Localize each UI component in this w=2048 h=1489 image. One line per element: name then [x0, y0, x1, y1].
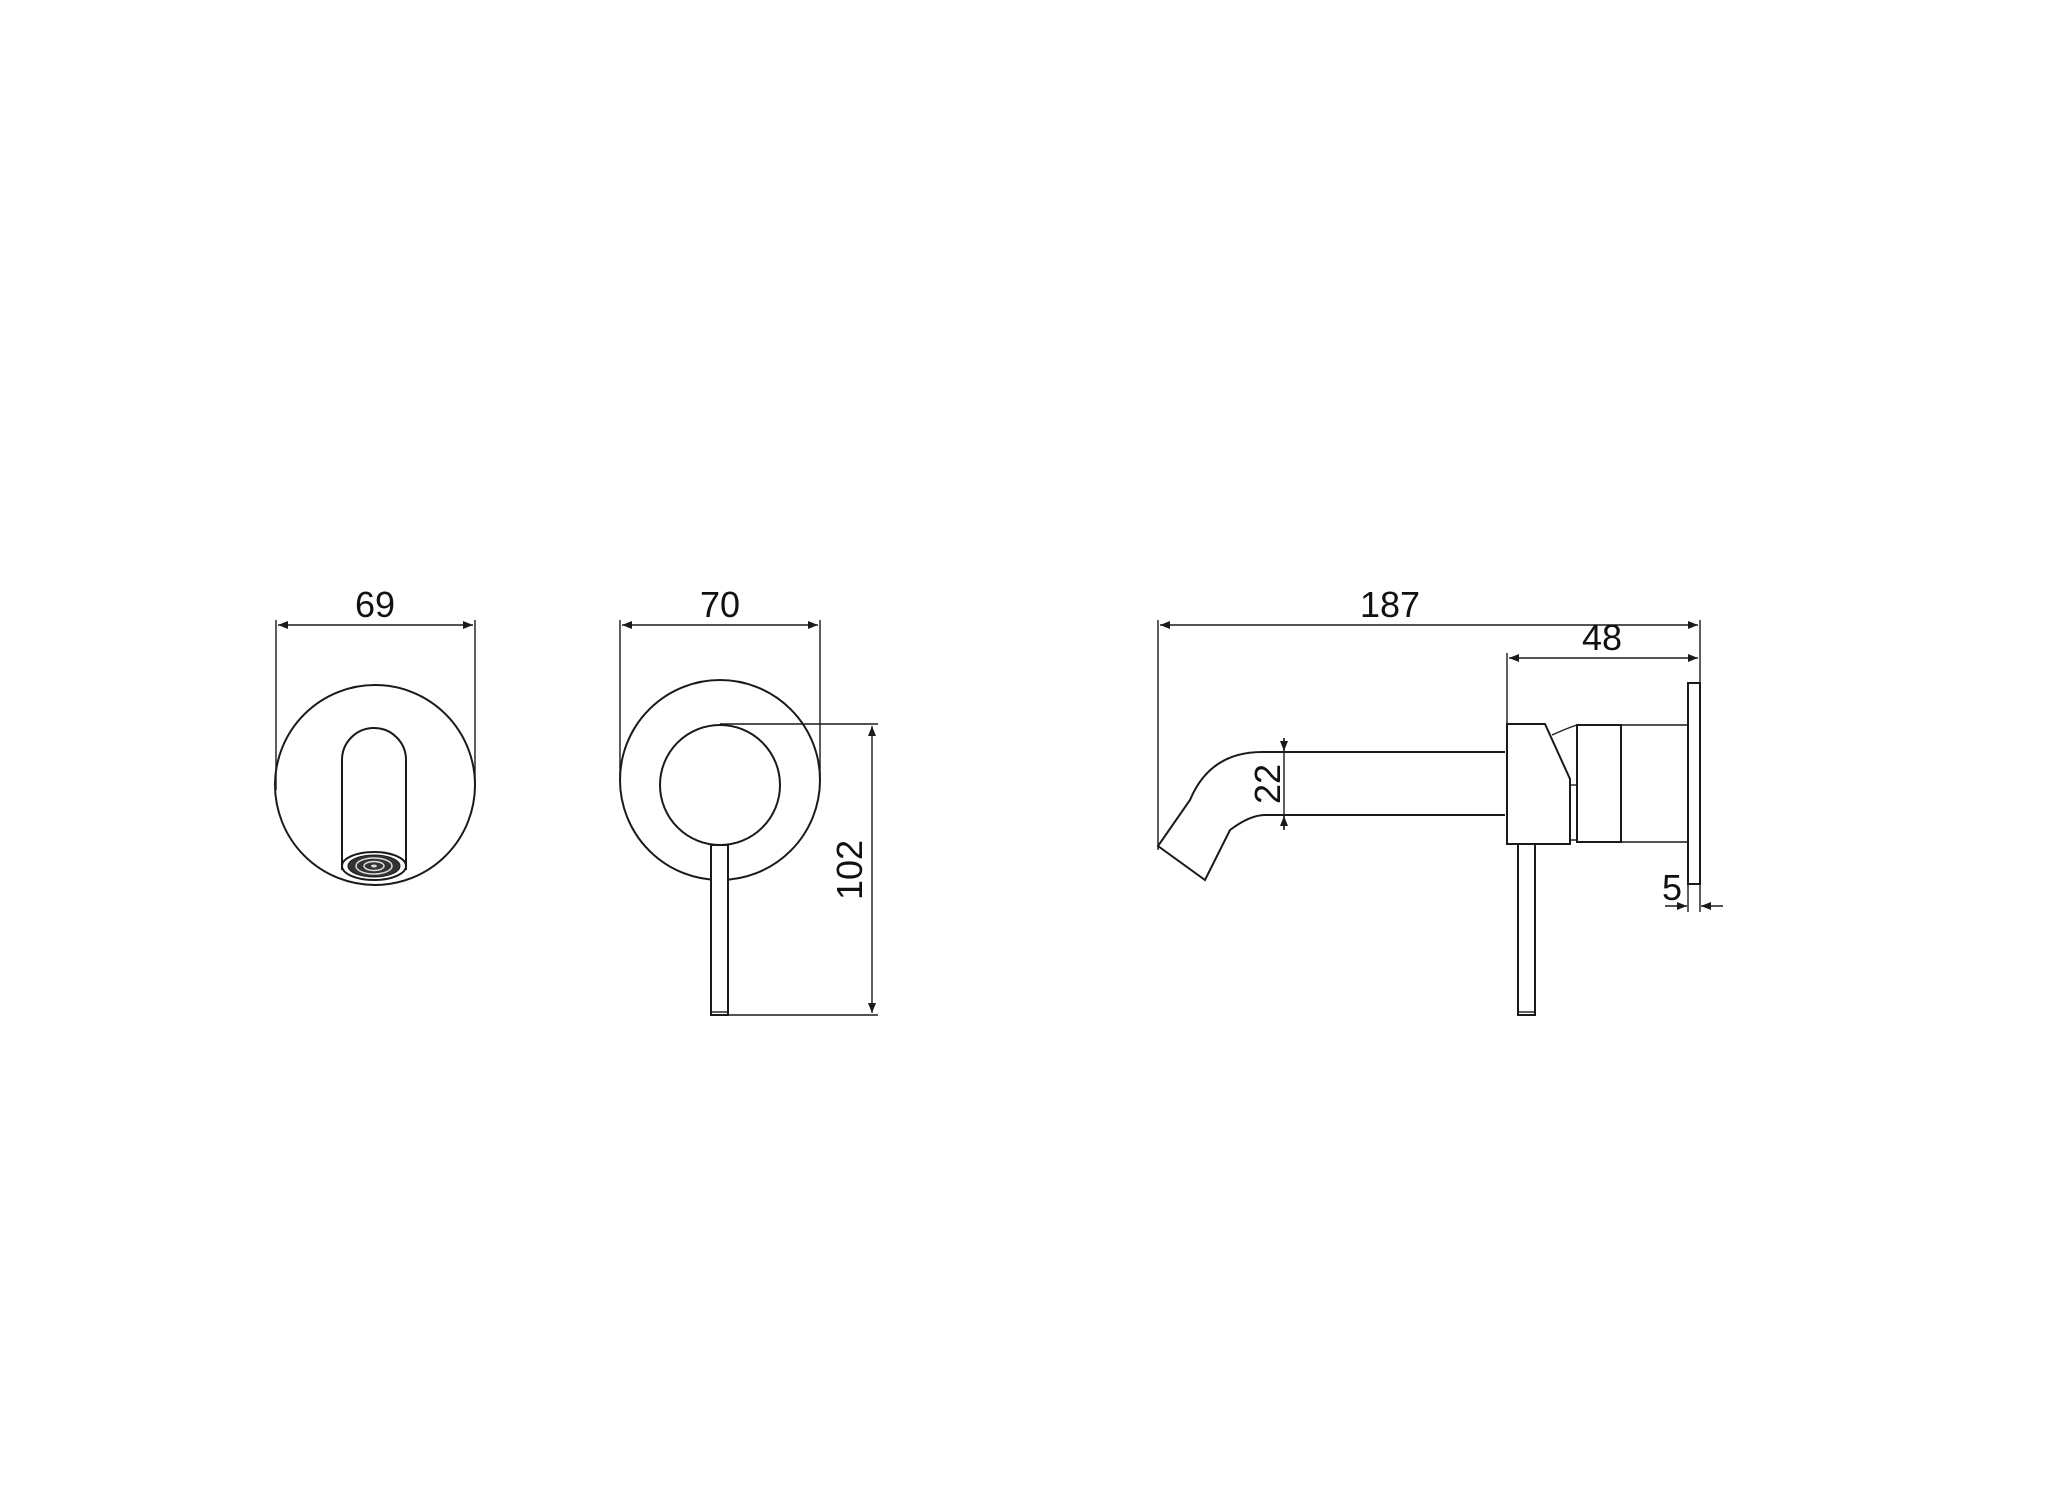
- dimension-70: 70: [619, 584, 821, 780]
- wall-plate-side: [1687, 682, 1701, 885]
- dimension-102: 102: [720, 723, 878, 1016]
- dimension-5: 5: [1662, 867, 1723, 912]
- side-view: 187 48 22: [1156, 584, 1723, 1016]
- dimension-label: 48: [1582, 617, 1622, 658]
- spout-side-outline: [1156, 751, 1505, 882]
- spout-front-view: 69: [274, 584, 476, 886]
- dimension-label: 187: [1360, 584, 1420, 625]
- wall-plate-outline: [274, 684, 476, 886]
- handle-body-outline: [659, 724, 781, 846]
- dimension-label: 22: [1247, 764, 1288, 804]
- dimension-22: 22: [1247, 738, 1288, 830]
- dimension-69: 69: [275, 584, 476, 790]
- dimension-label: 69: [355, 584, 395, 625]
- mixer-front-view: 70 102: [619, 584, 878, 1016]
- dimension-label: 5: [1662, 867, 1682, 908]
- spout-outline: [341, 727, 407, 870]
- dimension-label: 70: [700, 584, 740, 625]
- lever-handle: [710, 844, 729, 1016]
- dimension-48: 48: [1506, 617, 1698, 724]
- mixer-body-side: [1506, 682, 1701, 885]
- dimension-label: 102: [829, 840, 870, 900]
- aerator-icon: [341, 851, 407, 881]
- lever-handle-side: [1517, 843, 1536, 1016]
- dimension-187: 187: [1157, 584, 1701, 850]
